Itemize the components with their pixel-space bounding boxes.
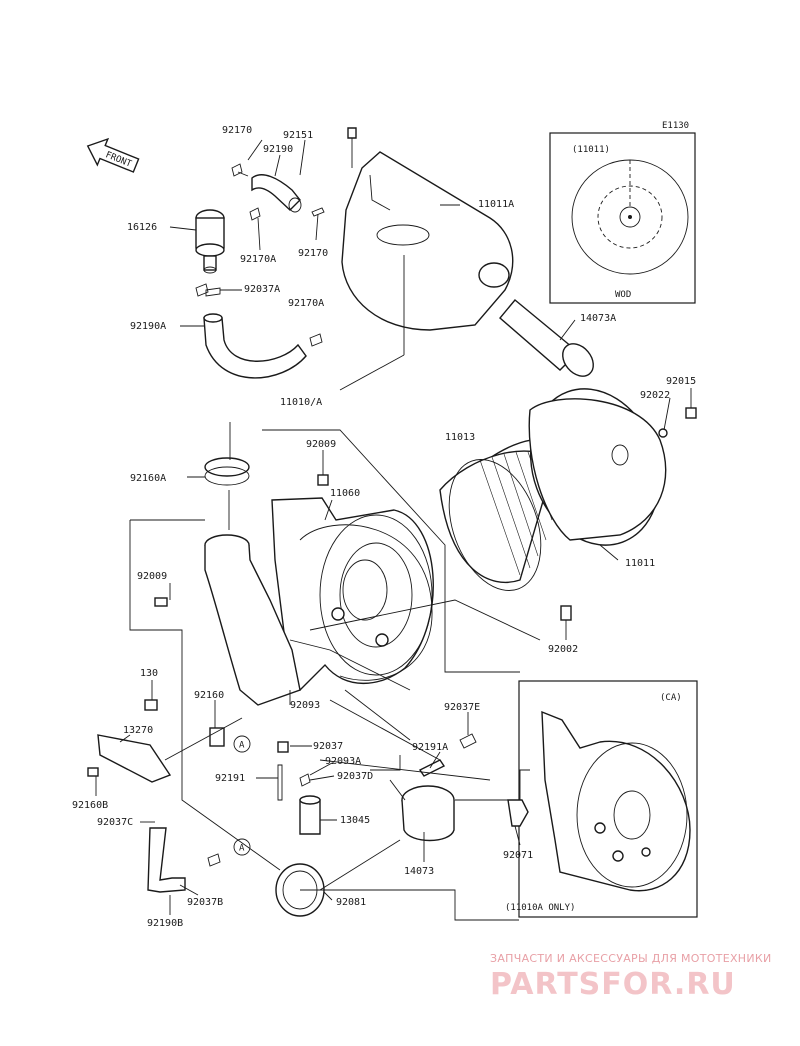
label-92009: 92009 bbox=[137, 571, 167, 582]
label-92170a-1: 92170A bbox=[240, 254, 276, 265]
label-92002: 92002 bbox=[548, 644, 578, 655]
svg-text:A: A bbox=[239, 844, 245, 854]
label-92037e: 92037E bbox=[444, 702, 480, 713]
label-92191a: 92191A bbox=[412, 742, 448, 753]
label-92071: 92071 bbox=[503, 850, 533, 861]
cover-11011a bbox=[341, 127, 514, 331]
label-11011a: 11011A bbox=[478, 199, 514, 210]
label-13045: 13045 bbox=[340, 815, 370, 826]
front-arrow-icon: FRONT bbox=[86, 137, 140, 173]
watermark-tagline: ЗАПЧАСТИ И АКСЕССУАРЫ ДЛЯ МОТОТЕХНИКИ bbox=[490, 952, 772, 965]
backing-plate-11010a bbox=[271, 497, 434, 691]
label-92015: 92015 bbox=[666, 376, 696, 387]
intake-duct bbox=[204, 457, 301, 706]
ref-a-callout-1: A bbox=[233, 735, 251, 753]
label-92190a: 92190A bbox=[130, 321, 166, 332]
svg-text:A: A bbox=[239, 741, 245, 751]
label-11013: 11013 bbox=[445, 432, 475, 443]
label-13270: 13270 bbox=[123, 725, 153, 736]
label-92160: 92160 bbox=[194, 690, 224, 701]
watermark: ЗАПЧАСТИ И АКСЕССУАРЫ ДЛЯ МОТОТЕХНИКИ PA… bbox=[490, 952, 772, 1002]
label-130: 130 bbox=[140, 668, 158, 679]
inset-wod-header: (11011) bbox=[572, 145, 610, 155]
inset-ca-header: (CA) bbox=[660, 693, 682, 703]
label-11011: 11011 bbox=[625, 558, 655, 569]
label-92022: 92022 bbox=[640, 390, 670, 401]
ref-a-callout-2: A bbox=[233, 838, 251, 856]
label-92160a: 92160A bbox=[130, 473, 166, 484]
part-labels: 92170 92151 92190 11011A 16126 92170A 92… bbox=[72, 125, 696, 929]
label-92191: 92191 bbox=[215, 773, 245, 784]
breather-parts bbox=[195, 163, 325, 379]
label-92081: 92081 bbox=[336, 897, 366, 908]
watermark-brand: PARTSFOR.RU bbox=[490, 967, 736, 1002]
label-92190: 92190 bbox=[263, 144, 293, 155]
inset-wod: (11011) WOD bbox=[549, 132, 696, 304]
label-92037b: 92037B bbox=[187, 897, 223, 908]
cover-11011 bbox=[528, 388, 697, 546]
label-14073: 14073 bbox=[404, 866, 434, 877]
label-14073a: 14073A bbox=[580, 313, 616, 324]
label-11060: 11060 bbox=[330, 488, 360, 499]
inset-wod-footer: WOD bbox=[615, 290, 631, 300]
label-92037: 92037 bbox=[313, 741, 343, 752]
inset-ca: (CA) (11010A ONLY) bbox=[505, 680, 698, 918]
label-92170: 92170 bbox=[298, 248, 328, 259]
inset-ca-footer: (11010A ONLY) bbox=[505, 903, 575, 913]
intake-tube-14073a bbox=[499, 299, 594, 377]
label-92160b: 92160B bbox=[72, 800, 108, 811]
label-92037d: 92037D bbox=[337, 771, 373, 782]
diagram-code: E1130 bbox=[662, 121, 689, 131]
label-92037c: 92037C bbox=[97, 817, 133, 828]
label-92170a-2: 92170A bbox=[288, 298, 324, 309]
label-11010a: 11010/A bbox=[280, 397, 322, 408]
label-16126: 16126 bbox=[127, 222, 157, 233]
label-92093a: 92093A bbox=[325, 756, 361, 767]
label-92093: 92093 bbox=[290, 700, 320, 711]
label-92037a: 92037A bbox=[244, 284, 280, 295]
label-92190b: 92190B bbox=[147, 918, 183, 929]
label-92170-top: 92170 bbox=[222, 125, 252, 136]
filter-element-11013 bbox=[439, 438, 556, 591]
label-92151: 92151 bbox=[283, 130, 313, 141]
leader-lines bbox=[95, 139, 692, 921]
label-92009-top: 92009 bbox=[306, 439, 336, 450]
